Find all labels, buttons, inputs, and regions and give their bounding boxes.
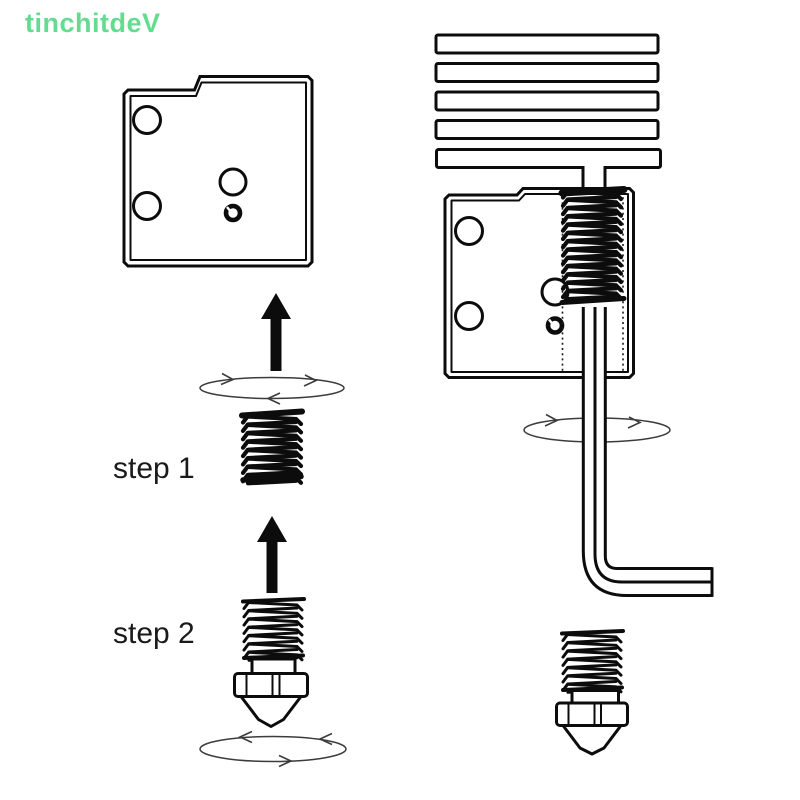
heatsink-fins-icon (434, 33, 662, 190)
step-1-label: step 1 (113, 452, 195, 485)
up-arrow-icon (261, 293, 291, 371)
step-2-label: step 2 (113, 617, 195, 650)
rotation-ellipse-icon (199, 372, 345, 405)
watermark-text: tinchitdeV (25, 8, 161, 38)
threaded-heatbreak-tube-icon (239, 408, 305, 484)
heater-block-icon (122, 75, 314, 268)
nozzle-icon (555, 629, 629, 756)
nozzle-icon (233, 597, 309, 728)
rotation-ellipse-icon (199, 730, 347, 768)
hex-allen-key-icon (581, 307, 714, 597)
up-arrow-icon (257, 516, 287, 593)
